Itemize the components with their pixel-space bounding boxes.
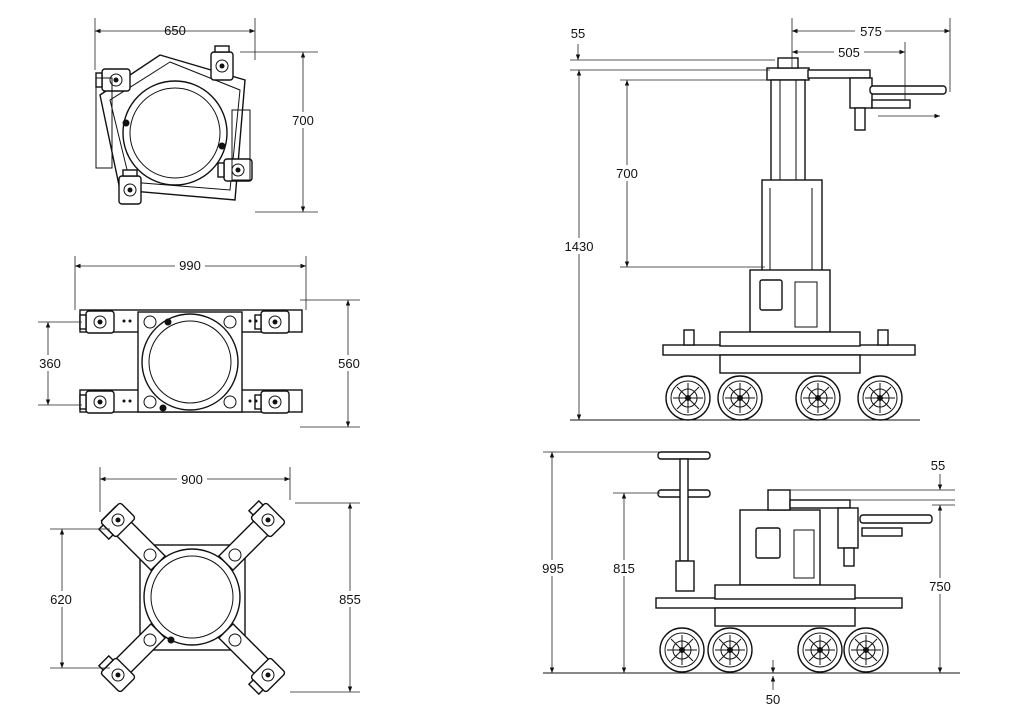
dim-1430: 1430 — [560, 70, 598, 420]
dim-label-650: 650 — [164, 23, 186, 38]
dim-label-55-top: 55 — [571, 26, 585, 41]
dim-505: 505 — [792, 42, 906, 100]
dim-560: 560 — [300, 299, 364, 428]
dim-label-990: 990 — [179, 258, 201, 273]
top-view-x — [95, 497, 287, 698]
dim-label-900: 900 — [181, 472, 203, 487]
dim-700: 700 — [240, 51, 320, 213]
dim-label-55-low: 55 — [931, 458, 945, 473]
dim-label-750: 750 — [929, 579, 951, 594]
dim-855: 855 — [290, 502, 365, 693]
dim-620: 620 — [45, 528, 110, 669]
dim-815: 815 — [607, 492, 660, 673]
dim-label-700-top: 700 — [292, 113, 314, 128]
dim-575: 575 — [791, 18, 951, 92]
side-view-tall — [570, 57, 947, 421]
top-view-compact — [95, 45, 253, 205]
dim-label-620: 620 — [50, 592, 72, 607]
dim-label-1430: 1430 — [565, 239, 594, 254]
dim-label-700-column: 700 — [616, 166, 638, 181]
dim-360: 360 — [34, 321, 82, 406]
dim-55-top: 55 — [570, 26, 775, 71]
side-view-low — [543, 451, 960, 674]
dim-label-505: 505 — [838, 45, 860, 60]
dim-990: 990 — [74, 256, 307, 310]
dim-label-815: 815 — [613, 561, 635, 576]
dim-50-ground: 50 — [766, 660, 780, 707]
dim-900: 900 — [99, 467, 291, 512]
dim-55-low: 55 — [790, 458, 955, 501]
dim-label-50: 50 — [766, 692, 780, 707]
dim-label-995: 995 — [542, 561, 564, 576]
dim-label-855: 855 — [339, 592, 361, 607]
dim-label-360: 360 — [39, 356, 61, 371]
top-view-wide — [79, 309, 303, 414]
dim-750: 750 — [923, 504, 957, 673]
dim-700-column: 700 — [612, 79, 770, 268]
dim-label-560: 560 — [338, 356, 360, 371]
dim-label-575: 575 — [860, 24, 882, 39]
dim-650: 650 — [94, 18, 256, 70]
dim-995: 995 — [536, 451, 660, 673]
